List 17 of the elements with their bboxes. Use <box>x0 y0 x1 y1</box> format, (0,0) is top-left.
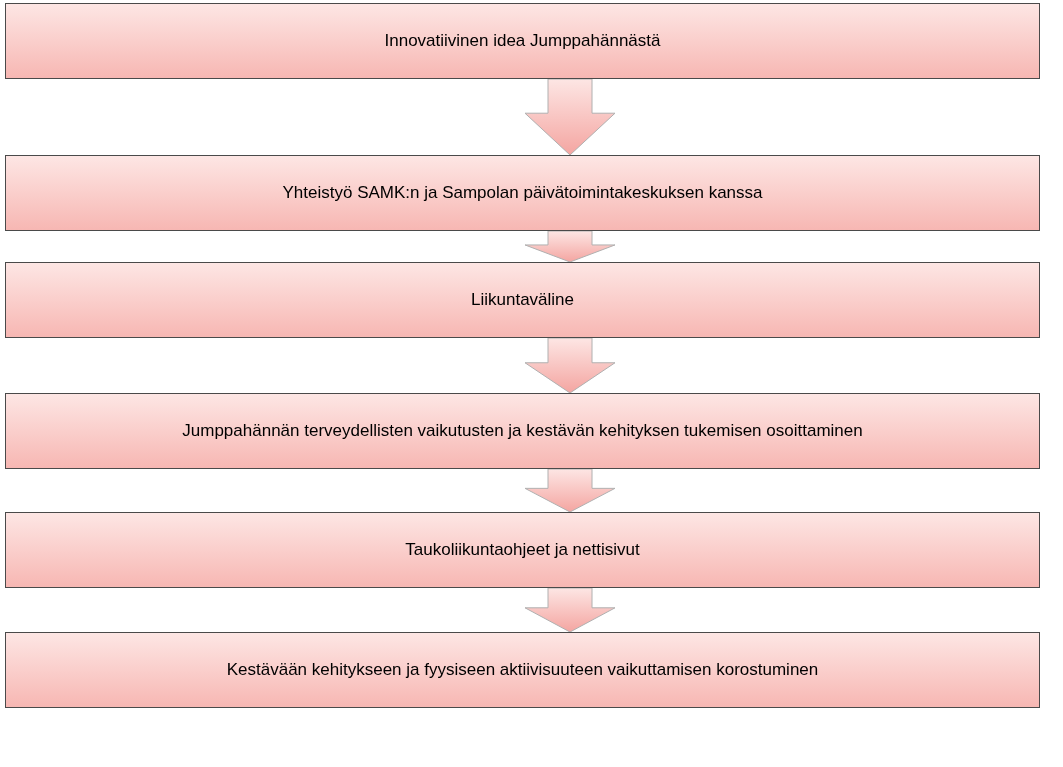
step-text: Jumppahännän terveydellisten vaikutusten ja kestävän kehityksen tukemisen osoittaminen <box>181 421 864 441</box>
process-box <box>5 512 1040 588</box>
step-text: Liikuntaväline <box>470 290 575 310</box>
step-text: Yhteistyö SAMK:n ja Sampolan päivätoimintakeskuksen kanssa <box>281 183 764 203</box>
step-text: Innovatiivinen idea Jumppahännästä <box>383 31 662 51</box>
process-box <box>5 393 1040 469</box>
block-arrow <box>524 587 616 633</box>
step-text: Taukoliikuntaohjeet ja nettisivut <box>404 540 641 560</box>
process-box <box>5 3 1040 79</box>
process-box <box>5 155 1040 231</box>
block-arrow <box>524 230 616 263</box>
process-box <box>5 262 1040 338</box>
process-box <box>5 632 1040 708</box>
block-arrow <box>524 337 616 394</box>
block-arrow <box>524 468 616 513</box>
step-text: Kestävään kehitykseen ja fyysiseen aktiivisuuteen vaikuttamisen korostuminen <box>225 660 820 680</box>
block-arrow <box>524 78 616 156</box>
